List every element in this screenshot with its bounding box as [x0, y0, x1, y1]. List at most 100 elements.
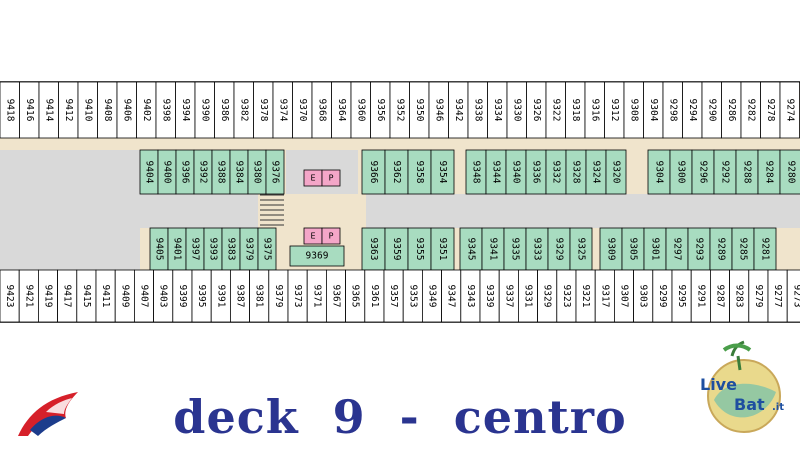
cabin-outer-bottom: 9395	[191, 269, 212, 323]
utility-cell-top: E	[303, 169, 323, 187]
cabin-inner-top: 9354	[430, 149, 455, 195]
cabin-inner-top: 9324	[585, 149, 607, 195]
cabin-inner-bottom: 9305	[621, 227, 645, 271]
cabin-outer-top: 9294	[682, 81, 703, 139]
cabin-inner-top: 9348	[465, 149, 487, 195]
cabin-inner-top: 9344	[485, 149, 507, 195]
cabin-number: 9406	[121, 99, 132, 122]
cabin-inner-bottom: 9355	[407, 227, 432, 271]
cabin-outer-bottom: 9339	[479, 269, 500, 323]
cabin-outer-bottom: 9423	[0, 269, 20, 323]
cabin-inner-bottom: 9375	[257, 227, 277, 271]
cabin-number: 9279	[753, 285, 764, 308]
cabin-number: 9397	[190, 238, 201, 261]
cabin-inner-top: 9292	[713, 149, 737, 195]
cabin-number: 9345	[466, 238, 477, 261]
cabin-number: 9334	[492, 99, 503, 122]
cabin-number: 9294	[687, 99, 698, 122]
cabin-outer-top: 9406	[116, 81, 137, 139]
cabin-number: 9358	[414, 161, 425, 184]
cabin-number: 9417	[62, 285, 73, 308]
cabin-number: 9274	[784, 99, 795, 122]
cabin-number: 9384	[234, 161, 245, 184]
cabin-outer-top: 9410	[77, 81, 98, 139]
cabin-number: 9325	[576, 238, 587, 261]
cabin-outer-top: 9330	[506, 81, 527, 139]
cabin-number: 9366	[368, 161, 379, 184]
cabin-outer-top: 9312	[604, 81, 625, 139]
utility-cell-bottom: P	[321, 227, 341, 245]
cabin-number: 9292	[720, 161, 731, 184]
cabin-number: 9401	[172, 238, 183, 261]
cabin-number: 9308	[628, 99, 639, 122]
cabin-outer-bottom: 9403	[153, 269, 174, 323]
cabin-number: 9357	[388, 285, 399, 308]
cabin-number: 9300	[676, 161, 687, 184]
cabin-number: 9316	[589, 99, 600, 122]
cabin-number: 9369	[306, 251, 329, 262]
cabin-number: 9356	[375, 99, 386, 122]
cabin-number: 9355	[414, 238, 425, 261]
cabin-number: 9402	[141, 99, 152, 122]
cabin-outer-top: 9418	[0, 81, 20, 139]
cabin-number: 9399	[177, 285, 188, 308]
cabin-number: 9390	[199, 99, 210, 122]
cabin-number: 9394	[180, 99, 191, 122]
cabin-outer-top: 9390	[194, 81, 215, 139]
cabin-outer-bottom: 9391	[210, 269, 231, 323]
cabin-outer-bottom: 9419	[38, 269, 59, 323]
cabin-number: 9342	[453, 99, 464, 122]
cabin-number: 9282	[745, 99, 756, 122]
cabin-outer-bottom: 9421	[18, 269, 39, 323]
cabin-number: 9373	[292, 285, 303, 308]
cabin-number: 9338	[472, 99, 483, 122]
cabin-inner-top: 9340	[505, 149, 527, 195]
cabin-outer-bottom: 9343	[460, 269, 481, 323]
cabin-outer-top: 9350	[409, 81, 430, 139]
cabin-number: 9331	[523, 285, 534, 308]
cabin-number: 9423	[4, 285, 15, 308]
cabin-number: 9398	[160, 99, 171, 122]
cabin-number: 9380	[252, 161, 263, 184]
cabin-inner-bottom: 9359	[384, 227, 409, 271]
cabin-inner-bottom: 9335	[503, 227, 527, 271]
cabin-inner-top: 9300	[669, 149, 693, 195]
cabin-outer-bottom: 9381	[249, 269, 270, 323]
cabin-outer-bottom: 9295	[671, 269, 692, 323]
cabin-number: 9365	[350, 285, 361, 308]
utility-cell-bottom: E	[303, 227, 323, 245]
carnival-funnel-logo-icon	[18, 392, 78, 436]
cabin-inner-bottom: 9293	[687, 227, 711, 271]
cabin-number: 9317	[599, 285, 610, 308]
cabin-number: 9349	[427, 285, 438, 308]
cabin-number: 9330	[511, 99, 522, 122]
cabin-number: 9298	[667, 99, 678, 122]
cabin-inner-top: 9280	[779, 149, 800, 195]
cabin-outer-bottom: 9409	[114, 269, 135, 323]
cabin-inner-top: 9336	[525, 149, 547, 195]
cabin-inner-bottom: 9289	[709, 227, 733, 271]
utility-label: P	[329, 174, 334, 183]
cabin-outer-top: 9286	[721, 81, 742, 139]
cabin-number: 9337	[503, 285, 514, 308]
cabin-number: 9283	[734, 285, 745, 308]
cabin-number: 9277	[772, 285, 783, 308]
cabin-outer-bottom: 9399	[172, 269, 193, 323]
stairwell	[260, 189, 284, 226]
cabin-outer-top: 9408	[97, 81, 118, 139]
cabin-inner-top: 9400	[157, 149, 177, 195]
cabin-outer-top: 9398	[155, 81, 176, 139]
cabin-number: 9336	[531, 161, 542, 184]
cabin-outer-bottom: 9411	[95, 269, 116, 323]
cabin-outer-top: 9326	[526, 81, 547, 139]
cabin-number: 9329	[554, 238, 565, 261]
cabin-number: 9321	[580, 285, 591, 308]
cabin-outer-bottom: 9353	[402, 269, 423, 323]
cabin-inner-top: 9296	[691, 149, 715, 195]
cabin-outer-bottom: 9307	[614, 269, 635, 323]
cabin-number: 9408	[102, 99, 113, 122]
cabin-number: 9388	[216, 161, 227, 184]
cabin-number: 9278	[765, 99, 776, 122]
cabin-outer-top: 9360	[350, 81, 371, 139]
badge-word-boat: Bat	[734, 395, 765, 414]
